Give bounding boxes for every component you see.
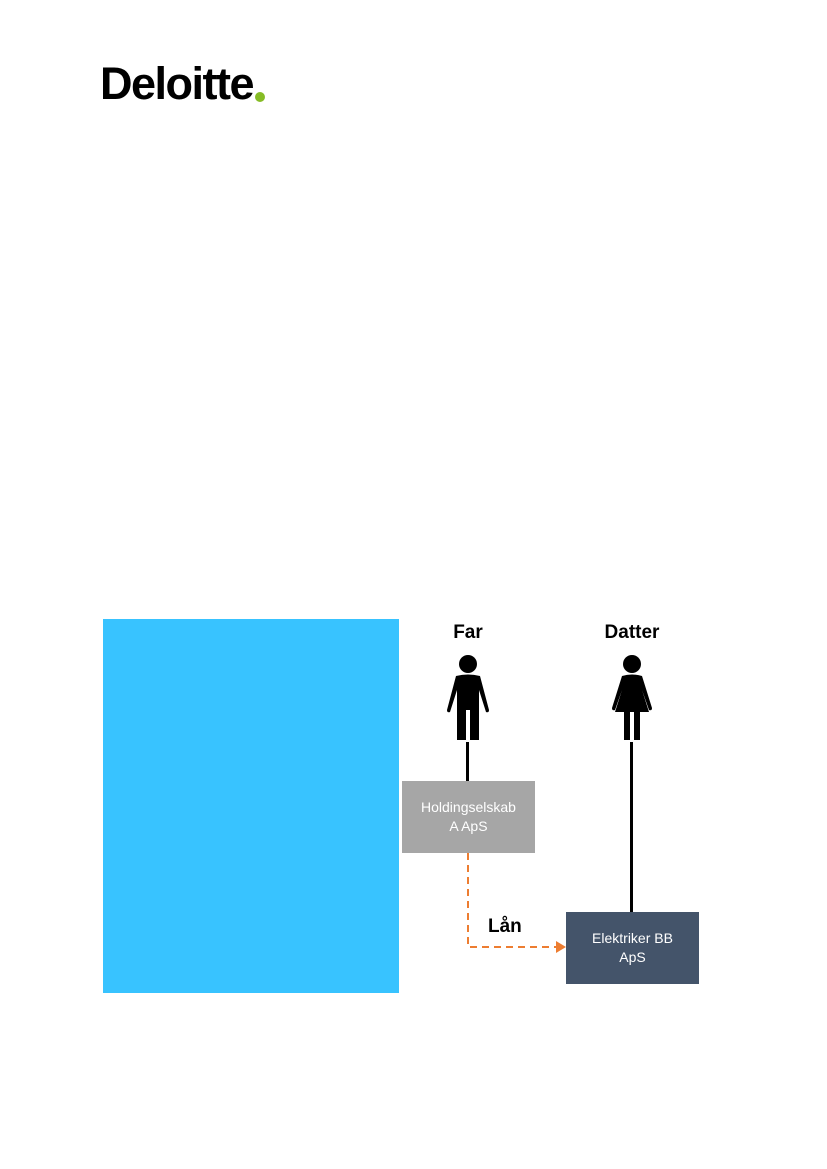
ownership-line-datter [630,742,633,912]
loan-arrow [467,853,566,953]
holding-company-box: Holdingselskab A ApS [402,781,535,853]
person-label-far: Far [453,622,483,643]
logo-dot [255,92,266,102]
ownership-line-far [466,742,469,781]
logo-text: Deloitte [100,58,255,109]
woman-icon [612,655,652,740]
loan-arrow-head [556,941,566,953]
person-label-datter: Datter [604,622,660,643]
loan-label: Lån [488,916,522,937]
blue-panel [103,619,399,993]
elektriker-company-box: Elektriker BB ApS [566,912,699,984]
deloitte-logo: Deloitte [100,58,266,109]
man-icon [447,655,489,740]
